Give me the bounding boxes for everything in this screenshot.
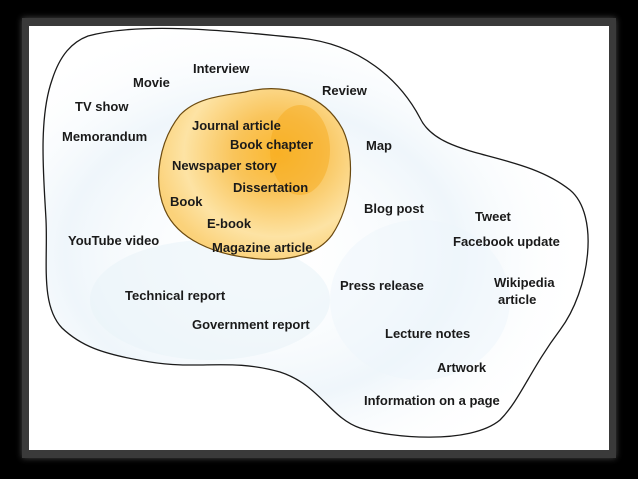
label-technical-report: Technical report bbox=[125, 288, 226, 303]
label-interview: Interview bbox=[193, 61, 250, 76]
label-book: Book bbox=[170, 194, 203, 209]
label-youtube-video: YouTube video bbox=[68, 233, 160, 248]
yolk-highlight bbox=[270, 105, 330, 195]
label-information-on-a-page: Information on a page bbox=[364, 393, 500, 408]
label-lecture-notes: Lecture notes bbox=[385, 326, 471, 341]
label-e-book: E-book bbox=[207, 216, 252, 231]
label-artwork: Artwork bbox=[437, 360, 487, 375]
label-government-report: Government report bbox=[192, 317, 310, 332]
label-blog-post: Blog post bbox=[364, 201, 424, 216]
label-newspaper-story: Newspaper story bbox=[172, 158, 277, 173]
label-wikipedia-article-line1: Wikipedia bbox=[494, 275, 555, 290]
label-movie: Movie bbox=[133, 75, 170, 90]
white-tint-blob bbox=[90, 240, 330, 360]
label-map: Map bbox=[366, 138, 392, 153]
label-press-release: Press release bbox=[340, 278, 424, 293]
label-magazine-article: Magazine article bbox=[212, 240, 313, 255]
label-tv-show: TV show bbox=[75, 99, 129, 114]
label-book-chapter: Book chapter bbox=[230, 137, 314, 152]
label-review: Review bbox=[322, 83, 367, 98]
label-journal-article: Journal article bbox=[192, 118, 281, 133]
label-tweet: Tweet bbox=[475, 209, 511, 224]
white-tint-blob bbox=[330, 220, 510, 380]
label-facebook-update: Facebook update bbox=[453, 234, 560, 249]
label-memorandum: Memorandum bbox=[62, 129, 148, 144]
label-dissertation: Dissertation bbox=[233, 180, 309, 195]
label-wikipedia-article-line2: article bbox=[498, 292, 537, 307]
egg-yolk bbox=[158, 88, 352, 260]
